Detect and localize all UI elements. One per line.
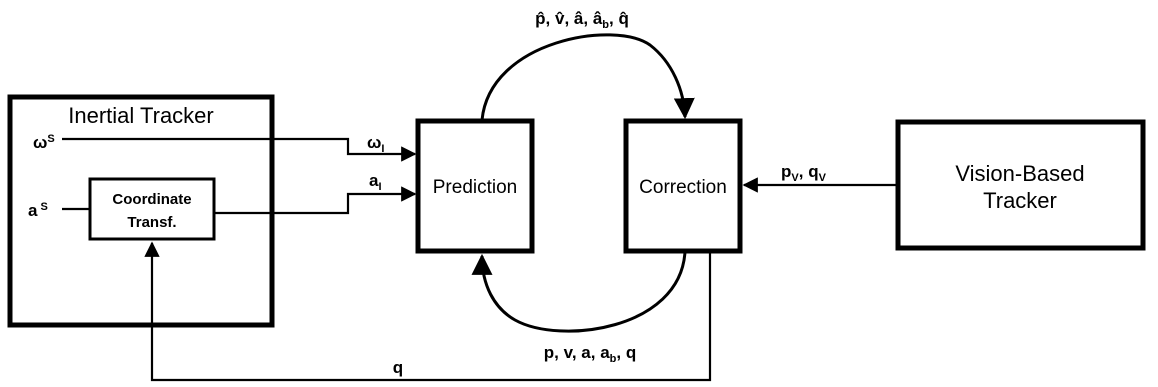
correction-label: Correction xyxy=(639,177,727,198)
omega-to-prediction-wire xyxy=(62,137,417,162)
vision-tracker-line1: Vision-Based xyxy=(955,161,1084,186)
omega-i-signal-label: ωI xyxy=(367,133,384,155)
q-feedback-label: q xyxy=(393,358,403,377)
pv-qv-signal-label: pV, qV xyxy=(781,162,827,184)
correction-box xyxy=(623,118,743,254)
prediction-box xyxy=(415,118,535,254)
coordinate-transform-box xyxy=(88,177,216,241)
coordinate-transform-line2: Transf. xyxy=(127,214,176,231)
omega-s-input-label: ωS xyxy=(33,133,55,152)
prediction-label: Prediction xyxy=(433,177,518,198)
estimated-state-label: p̂, v̂, â, âb, q̂ xyxy=(535,9,629,31)
inertial-tracker-title: Inertial Tracker xyxy=(68,103,214,128)
accel-to-prediction-wire xyxy=(214,186,417,215)
coordinate-transform-line1: Coordinate xyxy=(112,191,191,208)
corrected-state-label: p, v, a, ab, q xyxy=(544,343,636,365)
vision-tracker-line2: Tracker xyxy=(983,188,1057,213)
a-i-signal-label: aI xyxy=(369,171,382,193)
prediction-to-correction-arc xyxy=(480,33,695,121)
correction-to-prediction-arc xyxy=(471,251,687,333)
q-feedback-wire xyxy=(144,241,712,382)
